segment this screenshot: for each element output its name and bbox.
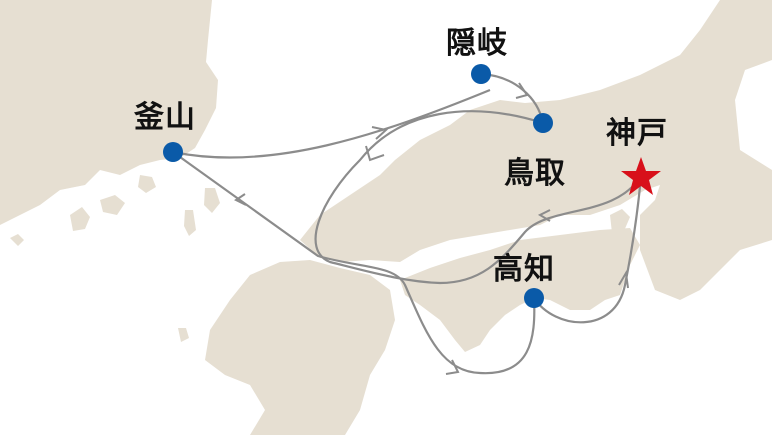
port-marker-oki[interactable] [471, 64, 491, 84]
port-marker-kochi[interactable] [524, 288, 544, 308]
shikoku [400, 228, 640, 352]
star-icon[interactable] [621, 157, 661, 195]
route-arrows [234, 82, 629, 375]
route-tottori-kobe [314, 110, 642, 285]
arrow-icon [618, 269, 629, 289]
route-busan-southwest [172, 151, 536, 375]
port-label-busan: 釜山 [134, 100, 196, 135]
awaji-island [610, 209, 630, 233]
routes [172, 72, 643, 375]
arrow-icon [234, 193, 247, 206]
route-kochi-kobe [533, 175, 643, 324]
port-label-kobe: 神戸 [606, 116, 668, 151]
arrow-icon [371, 126, 389, 140]
port-marker-tottori[interactable] [533, 113, 553, 133]
port-label-kochi: 高知 [493, 252, 555, 287]
honshu-chugoku [300, 0, 772, 300]
arrow-icon [365, 145, 385, 162]
port-marker-busan[interactable] [163, 142, 183, 162]
route-busan-oki [172, 88, 491, 159]
korea-peninsula [0, 0, 218, 225]
arrow-icon [445, 359, 460, 375]
port-label-tottori: 鳥取 [504, 156, 566, 191]
korea-islands [10, 175, 220, 246]
arrow-icon [515, 82, 529, 99]
port-label-oki: 隠岐 [446, 26, 508, 61]
kyushu [205, 260, 395, 435]
arrow-icon [537, 209, 551, 222]
